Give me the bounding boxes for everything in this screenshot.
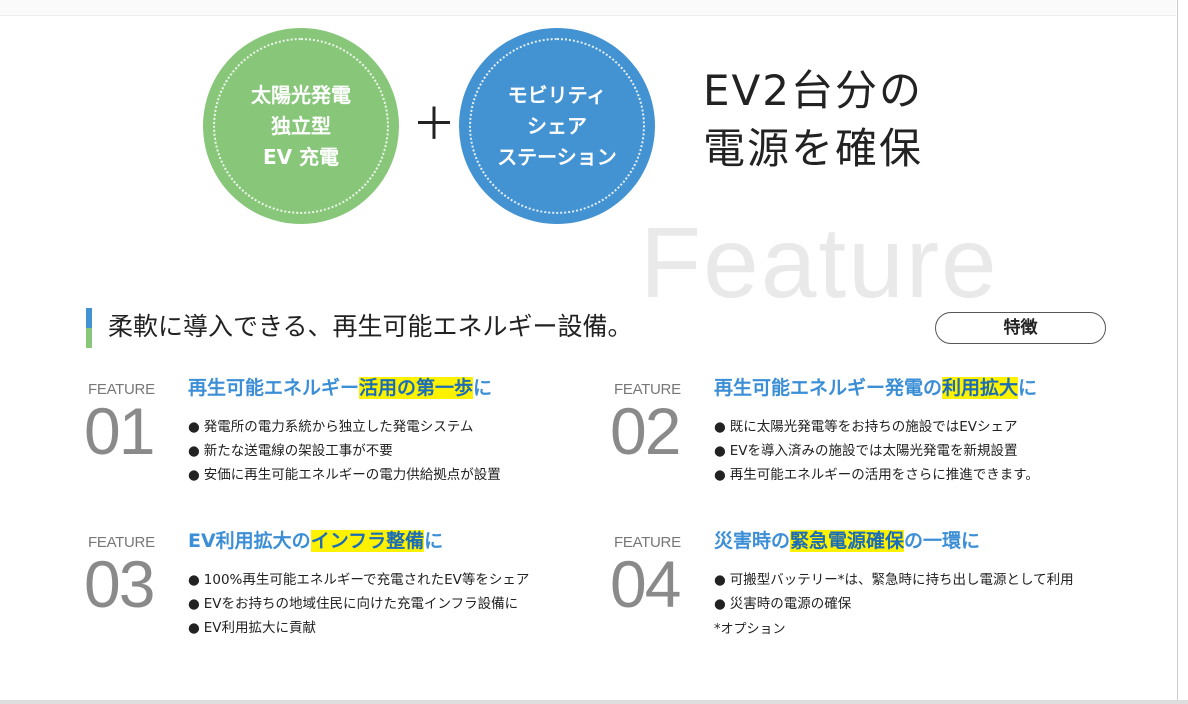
- title-text: EV利用拡大の: [188, 530, 311, 552]
- feature-bullet: 新たな送電線の架設工事が不要: [188, 442, 393, 460]
- feature-bullet: 100%再生可能エネルギーで充電されたEV等をシェア: [188, 571, 530, 589]
- title-text: に: [1018, 377, 1038, 399]
- feature-bullet: 災害時の電源の確保: [714, 595, 852, 613]
- feature-bullet: 安価に再生可能エネルギーの電力供給拠点が設置: [188, 466, 501, 484]
- title-text: 再生可能エネルギー発電の: [714, 377, 943, 399]
- mobility-share-circle: モビリティ シェア ステーション: [459, 28, 655, 224]
- title-highlight: インフラ整備: [310, 530, 425, 552]
- feature-title: 再生可能エネルギー活用の第一歩に: [188, 377, 492, 399]
- title-text: 再生可能エネルギー: [188, 377, 360, 399]
- feature-title: EV利用拡大のインフラ整備に: [188, 530, 443, 552]
- headline: EV2台分の 電源を確保: [703, 62, 923, 178]
- feature-label: FEATURE: [88, 534, 155, 551]
- feature-title: 災害時の緊急電源確保の一環に: [714, 530, 980, 552]
- circle-line: モビリティ: [507, 82, 607, 107]
- section-heading: 柔軟に導入できる、再生可能エネルギー設備。: [108, 312, 633, 341]
- feature-watermark: Feature: [640, 207, 999, 319]
- headline-line: EV2台分の: [703, 66, 923, 115]
- title-highlight: 利用拡大: [942, 377, 1019, 399]
- feature-label: FEATURE: [88, 381, 155, 398]
- feature-pill-label: 特徴: [935, 312, 1106, 344]
- circle-line: EV 充電: [262, 144, 340, 169]
- feature-number: 01: [84, 394, 155, 468]
- title-text: に: [424, 530, 444, 552]
- feature-title: 再生可能エネルギー発電の利用拡大に: [714, 377, 1037, 399]
- bottom-border: [0, 700, 1188, 704]
- title-text: に: [473, 377, 493, 399]
- feature-bullet: EV利用拡大に貢献: [188, 619, 316, 637]
- circle-line: シェア: [527, 113, 587, 138]
- feature-bullet: EVを導入済みの施設では太陽光発電を新規設置: [714, 442, 1018, 460]
- feature-label: FEATURE: [614, 381, 681, 398]
- circle-line: 太陽光発電: [251, 82, 351, 107]
- feature-number: 04: [610, 547, 681, 621]
- feature-bullet: EVをお持ちの地域住民に向けた充電インフラ設備に: [188, 595, 518, 613]
- feature-bullet: 発電所の電力系統から独立した発電システム: [188, 418, 474, 436]
- circle-line: ステーション: [497, 144, 617, 169]
- title-highlight: 緊急電源確保: [790, 530, 905, 552]
- title-text: 災害時の: [714, 530, 791, 552]
- feature-bullet: 可搬型バッテリー*は、緊急時に持ち出し電源として利用: [714, 571, 1074, 589]
- heading-accent-bar: [86, 308, 92, 348]
- solar-ev-charging-circle: 太陽光発電 独立型 EV 充電: [203, 28, 399, 224]
- top-band: [0, 0, 1176, 16]
- right-border: [1177, 0, 1178, 704]
- feature-number: 03: [84, 547, 155, 621]
- feature-bullet: 再生可能エネルギーの活用をさらに推進できます。: [714, 466, 1039, 484]
- feature-label: FEATURE: [614, 534, 681, 551]
- feature-number: 02: [610, 394, 681, 468]
- feature-bullet: 既に太陽光発電等をお持ちの施設ではEVシェア: [714, 418, 1018, 436]
- plus-icon: ＋: [412, 99, 456, 150]
- circle-line: 独立型: [271, 113, 331, 138]
- feature-note: *オプション: [714, 622, 786, 637]
- title-highlight: 活用の第一歩: [359, 377, 474, 399]
- headline-line: 電源を確保: [703, 124, 924, 173]
- title-text: の一環に: [904, 530, 981, 552]
